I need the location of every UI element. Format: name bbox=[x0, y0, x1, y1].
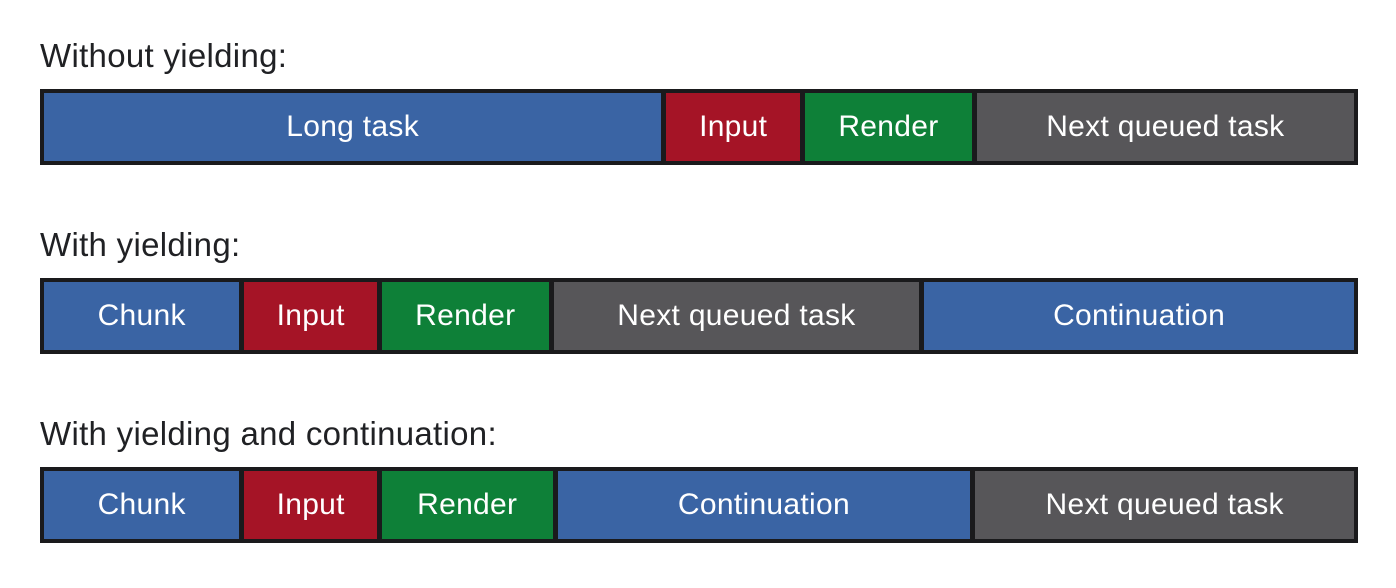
segment-label: Continuation bbox=[677, 488, 850, 521]
segment-input: Input bbox=[244, 282, 382, 350]
segment-input: Input bbox=[244, 471, 382, 539]
timeline-bar-with-yielding: Chunk Input Render Next queued task Cont… bbox=[40, 278, 1358, 354]
segment-input: Input bbox=[666, 93, 806, 161]
timeline-bar-without-yielding: Long task Input Render Next queued task bbox=[40, 89, 1358, 165]
segment-label: Render bbox=[417, 488, 518, 521]
section-with-yielding: With yielding: Chunk Input Render Next q… bbox=[40, 225, 1396, 354]
section-heading: With yielding: bbox=[40, 226, 241, 263]
section-with-yielding-and-continuation: With yielding and continuation: Chunk In… bbox=[40, 414, 1396, 543]
segment-continuation: Continuation bbox=[924, 282, 1354, 350]
segment-continuation: Continuation bbox=[557, 471, 976, 539]
segment-label: Input bbox=[276, 488, 345, 521]
segment-next-queued-task: Next queued task bbox=[976, 93, 1354, 161]
segment-label: Chunk bbox=[97, 488, 186, 521]
section-heading: With yielding and continuation: bbox=[40, 415, 497, 452]
segment-chunk: Chunk bbox=[44, 282, 245, 350]
segment-long-task: Long task bbox=[44, 93, 667, 161]
segment-label: Chunk bbox=[97, 299, 186, 332]
segment-next-queued-task: Next queued task bbox=[553, 282, 925, 350]
segment-chunk: Chunk bbox=[44, 471, 245, 539]
segment-label: Next queued task bbox=[1046, 110, 1285, 143]
segment-label: Next queued task bbox=[1045, 488, 1284, 521]
timeline-bar-with-yielding-and-continuation: Chunk Input Render Continuation Next que… bbox=[40, 467, 1358, 543]
section-heading: Without yielding: bbox=[40, 37, 288, 74]
segment-label: Long task bbox=[286, 110, 420, 143]
segment-label: Next queued task bbox=[617, 299, 856, 332]
section-without-yielding: Without yielding: Long task Input Render… bbox=[40, 36, 1396, 165]
segment-render: Render bbox=[805, 93, 977, 161]
segment-label: Input bbox=[276, 299, 345, 332]
segment-label: Input bbox=[699, 110, 768, 143]
segment-label: Render bbox=[415, 299, 516, 332]
segment-render: Render bbox=[381, 471, 558, 539]
segment-label: Render bbox=[838, 110, 939, 143]
segment-render: Render bbox=[381, 282, 554, 350]
segment-label: Continuation bbox=[1053, 299, 1226, 332]
segment-next-queued-task: Next queued task bbox=[975, 471, 1354, 539]
